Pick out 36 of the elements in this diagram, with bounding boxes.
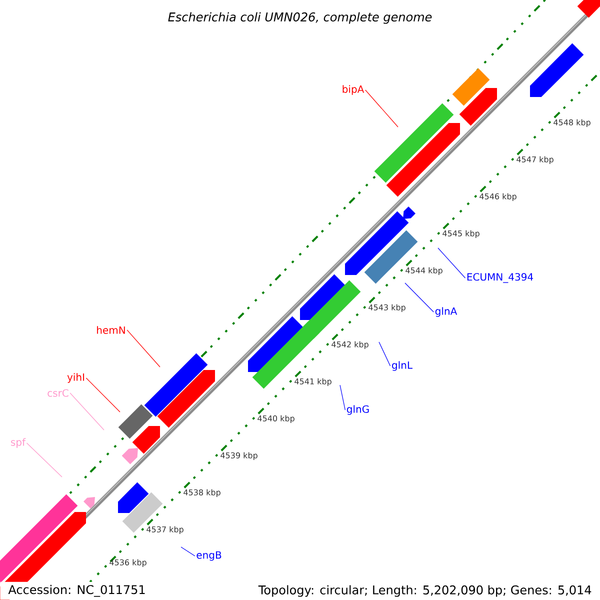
leader-line (126, 330, 160, 368)
scale-label: 4539 kbp (220, 452, 258, 460)
scale-label: 4547 kbp (516, 156, 554, 164)
gene-label: glnA (435, 307, 458, 317)
gene-label: csrC (48, 389, 68, 397)
leader-line (378, 342, 391, 366)
map-title: Escherichia coli UMN026, complete genome (168, 12, 432, 24)
scale-label: 4548 kbp (554, 119, 590, 127)
summary-text: Topology: circular; Length: 5,202,090 bp; Genes: 5,014 (250, 582, 600, 600)
gene-label: glnG (346, 405, 369, 415)
scale-label: 4544 kbp (406, 267, 442, 275)
gene-label: ECUMN_4394 (467, 273, 534, 283)
leader-line (26, 442, 62, 478)
gene-label: spf (11, 438, 26, 448)
leader-line (438, 248, 466, 278)
gene-label: hemN (97, 326, 125, 334)
scale-label: 4540 kbp (258, 415, 294, 423)
scale-label: 4538 kbp (184, 489, 220, 497)
gene-label: yihI (67, 373, 84, 383)
gene-label: engB (196, 551, 222, 561)
leader-line (404, 282, 434, 312)
leader-line (86, 378, 120, 412)
scale-label: 4546 kbp (480, 193, 516, 201)
gene-label: glnL (392, 361, 412, 371)
scale-label: 4537 kbp (146, 526, 184, 534)
leader-line (180, 546, 196, 556)
leader-line (365, 90, 398, 128)
gene-label: bipA (342, 85, 364, 95)
scale-label: 4545 kbp (442, 230, 480, 238)
accession-text: Accession: NC_011751 (0, 582, 154, 600)
scale-label: 4543 kbp (368, 304, 406, 312)
scale-label: 4536 kbp (110, 559, 146, 567)
scale-label: 4541 kbp (294, 378, 332, 386)
leader-line (340, 384, 346, 410)
leader-line (70, 392, 104, 430)
scale-label: 4542 kbp (332, 341, 368, 349)
